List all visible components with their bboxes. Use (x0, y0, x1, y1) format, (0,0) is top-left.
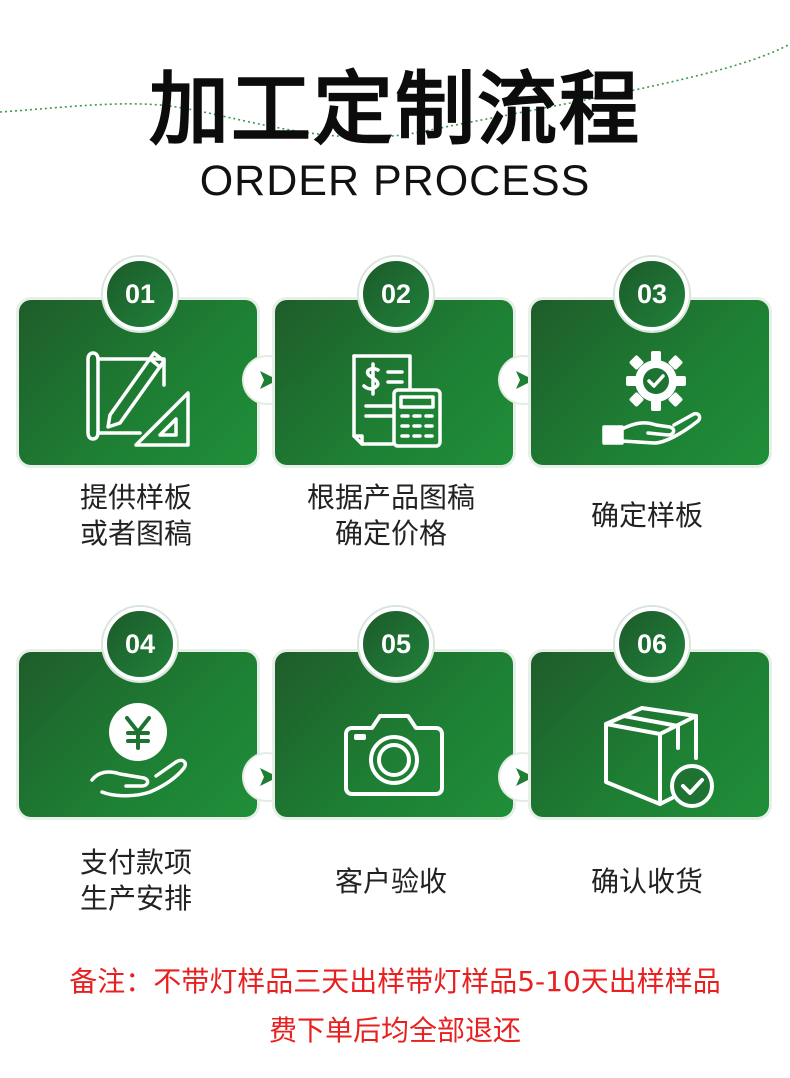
step-number-badge: 06 (615, 607, 689, 681)
step-label-04: 支付款项 生产安排 (79, 846, 192, 915)
sample-note-line2: 费下单后均全部退还 (268, 1014, 521, 1047)
invoice-calculator-icon (352, 354, 442, 448)
step-label-02: 根据产品图稿 确定价格 (306, 481, 475, 550)
step-number-badge: 02 (359, 257, 433, 331)
step-number-badge: 01 (103, 257, 177, 331)
step-label-03: 确定样板 (590, 499, 703, 532)
yen-coin-hand-icon (90, 703, 188, 798)
step-label-06: 确认收货 (590, 865, 703, 898)
gear-hand-icon (602, 351, 702, 445)
page-subtitle: ORDER PROCESS (199, 157, 591, 205)
step-label-01: 提供样板 或者图稿 (79, 481, 192, 550)
box-check-icon (604, 706, 714, 808)
step-number-badge: 04 (103, 607, 177, 681)
step-label-05: 客户验收 (334, 865, 447, 898)
drafting-icon (86, 351, 190, 447)
step-number-badge: 03 (615, 257, 689, 331)
page-title: 加工定制流程 (149, 63, 641, 156)
sample-note-line1: 备注：不带灯样品三天出样带灯样品5-10天出样样品 (69, 965, 721, 998)
decorative-wave-line (0, 43, 790, 138)
step-number-badge: 05 (359, 607, 433, 681)
camera-icon (344, 714, 444, 796)
